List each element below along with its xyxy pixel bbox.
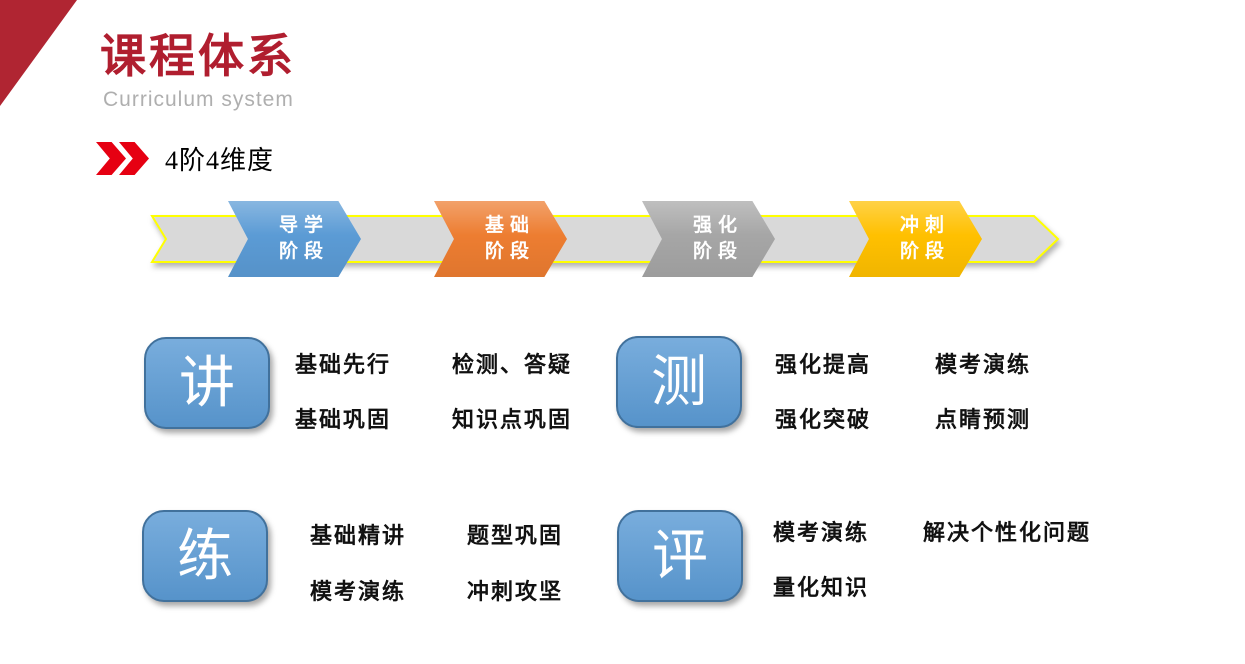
feature-item: 解决个性化问题 (923, 520, 1092, 545)
stage-chevron-daoxue: 导学 阶段 (228, 201, 361, 277)
feature-box-ce: 测 (616, 336, 742, 428)
page-subtitle: Curriculum system (103, 88, 294, 111)
double-chevron-icon (96, 142, 126, 175)
stage-label-line: 阶段 (692, 241, 743, 262)
feature-item: 模考演练 (310, 579, 407, 604)
stage-label-line: 基础 (484, 215, 535, 236)
feature-item: 题型巩固 (467, 523, 564, 548)
feature-item: 点睛预测 (935, 407, 1032, 432)
feature-item: 量化知识 (773, 575, 870, 600)
section-label: 4阶4维度 (165, 146, 275, 175)
stage-label-line: 阶段 (484, 241, 535, 262)
feature-item: 基础巩固 (295, 407, 392, 432)
process-arrow-band (150, 215, 1060, 263)
stage-label-line: 冲刺 (899, 215, 950, 236)
feature-item: 知识点巩固 (452, 407, 573, 432)
feature-item: 检测、答疑 (452, 352, 573, 377)
feature-item: 冲刺攻坚 (467, 579, 564, 604)
page-title: 课程体系 (100, 30, 296, 82)
feature-box-letter: 讲 (179, 351, 235, 414)
feature-item: 强化突破 (775, 407, 872, 432)
stage-label-line: 强化 (692, 215, 743, 236)
feature-box-lian: 练 (142, 510, 268, 602)
stage-chevron-jichu: 基础 阶段 (434, 201, 567, 277)
feature-item: 模考演练 (773, 520, 870, 545)
feature-item: 基础精讲 (310, 523, 407, 548)
feature-box-jiang: 讲 (144, 337, 270, 429)
stage-label-line: 导学 (278, 215, 329, 236)
feature-box-letter: 测 (651, 350, 707, 413)
corner-accent-triangle (0, 0, 77, 106)
stage-label-line: 阶段 (899, 241, 950, 262)
feature-item: 强化提高 (775, 352, 872, 377)
feature-item: 基础先行 (295, 352, 392, 377)
stage-chevron-chongci: 冲刺 阶段 (849, 201, 982, 277)
stage-label-line: 阶段 (278, 241, 329, 262)
feature-box-letter: 练 (177, 524, 233, 587)
section-marker: 4阶4维度 (96, 140, 274, 177)
feature-box-letter: 评 (652, 524, 708, 587)
feature-box-ping: 评 (617, 510, 743, 602)
feature-item: 模考演练 (935, 352, 1032, 377)
stage-chevron-qianghua: 强化 阶段 (642, 201, 775, 277)
